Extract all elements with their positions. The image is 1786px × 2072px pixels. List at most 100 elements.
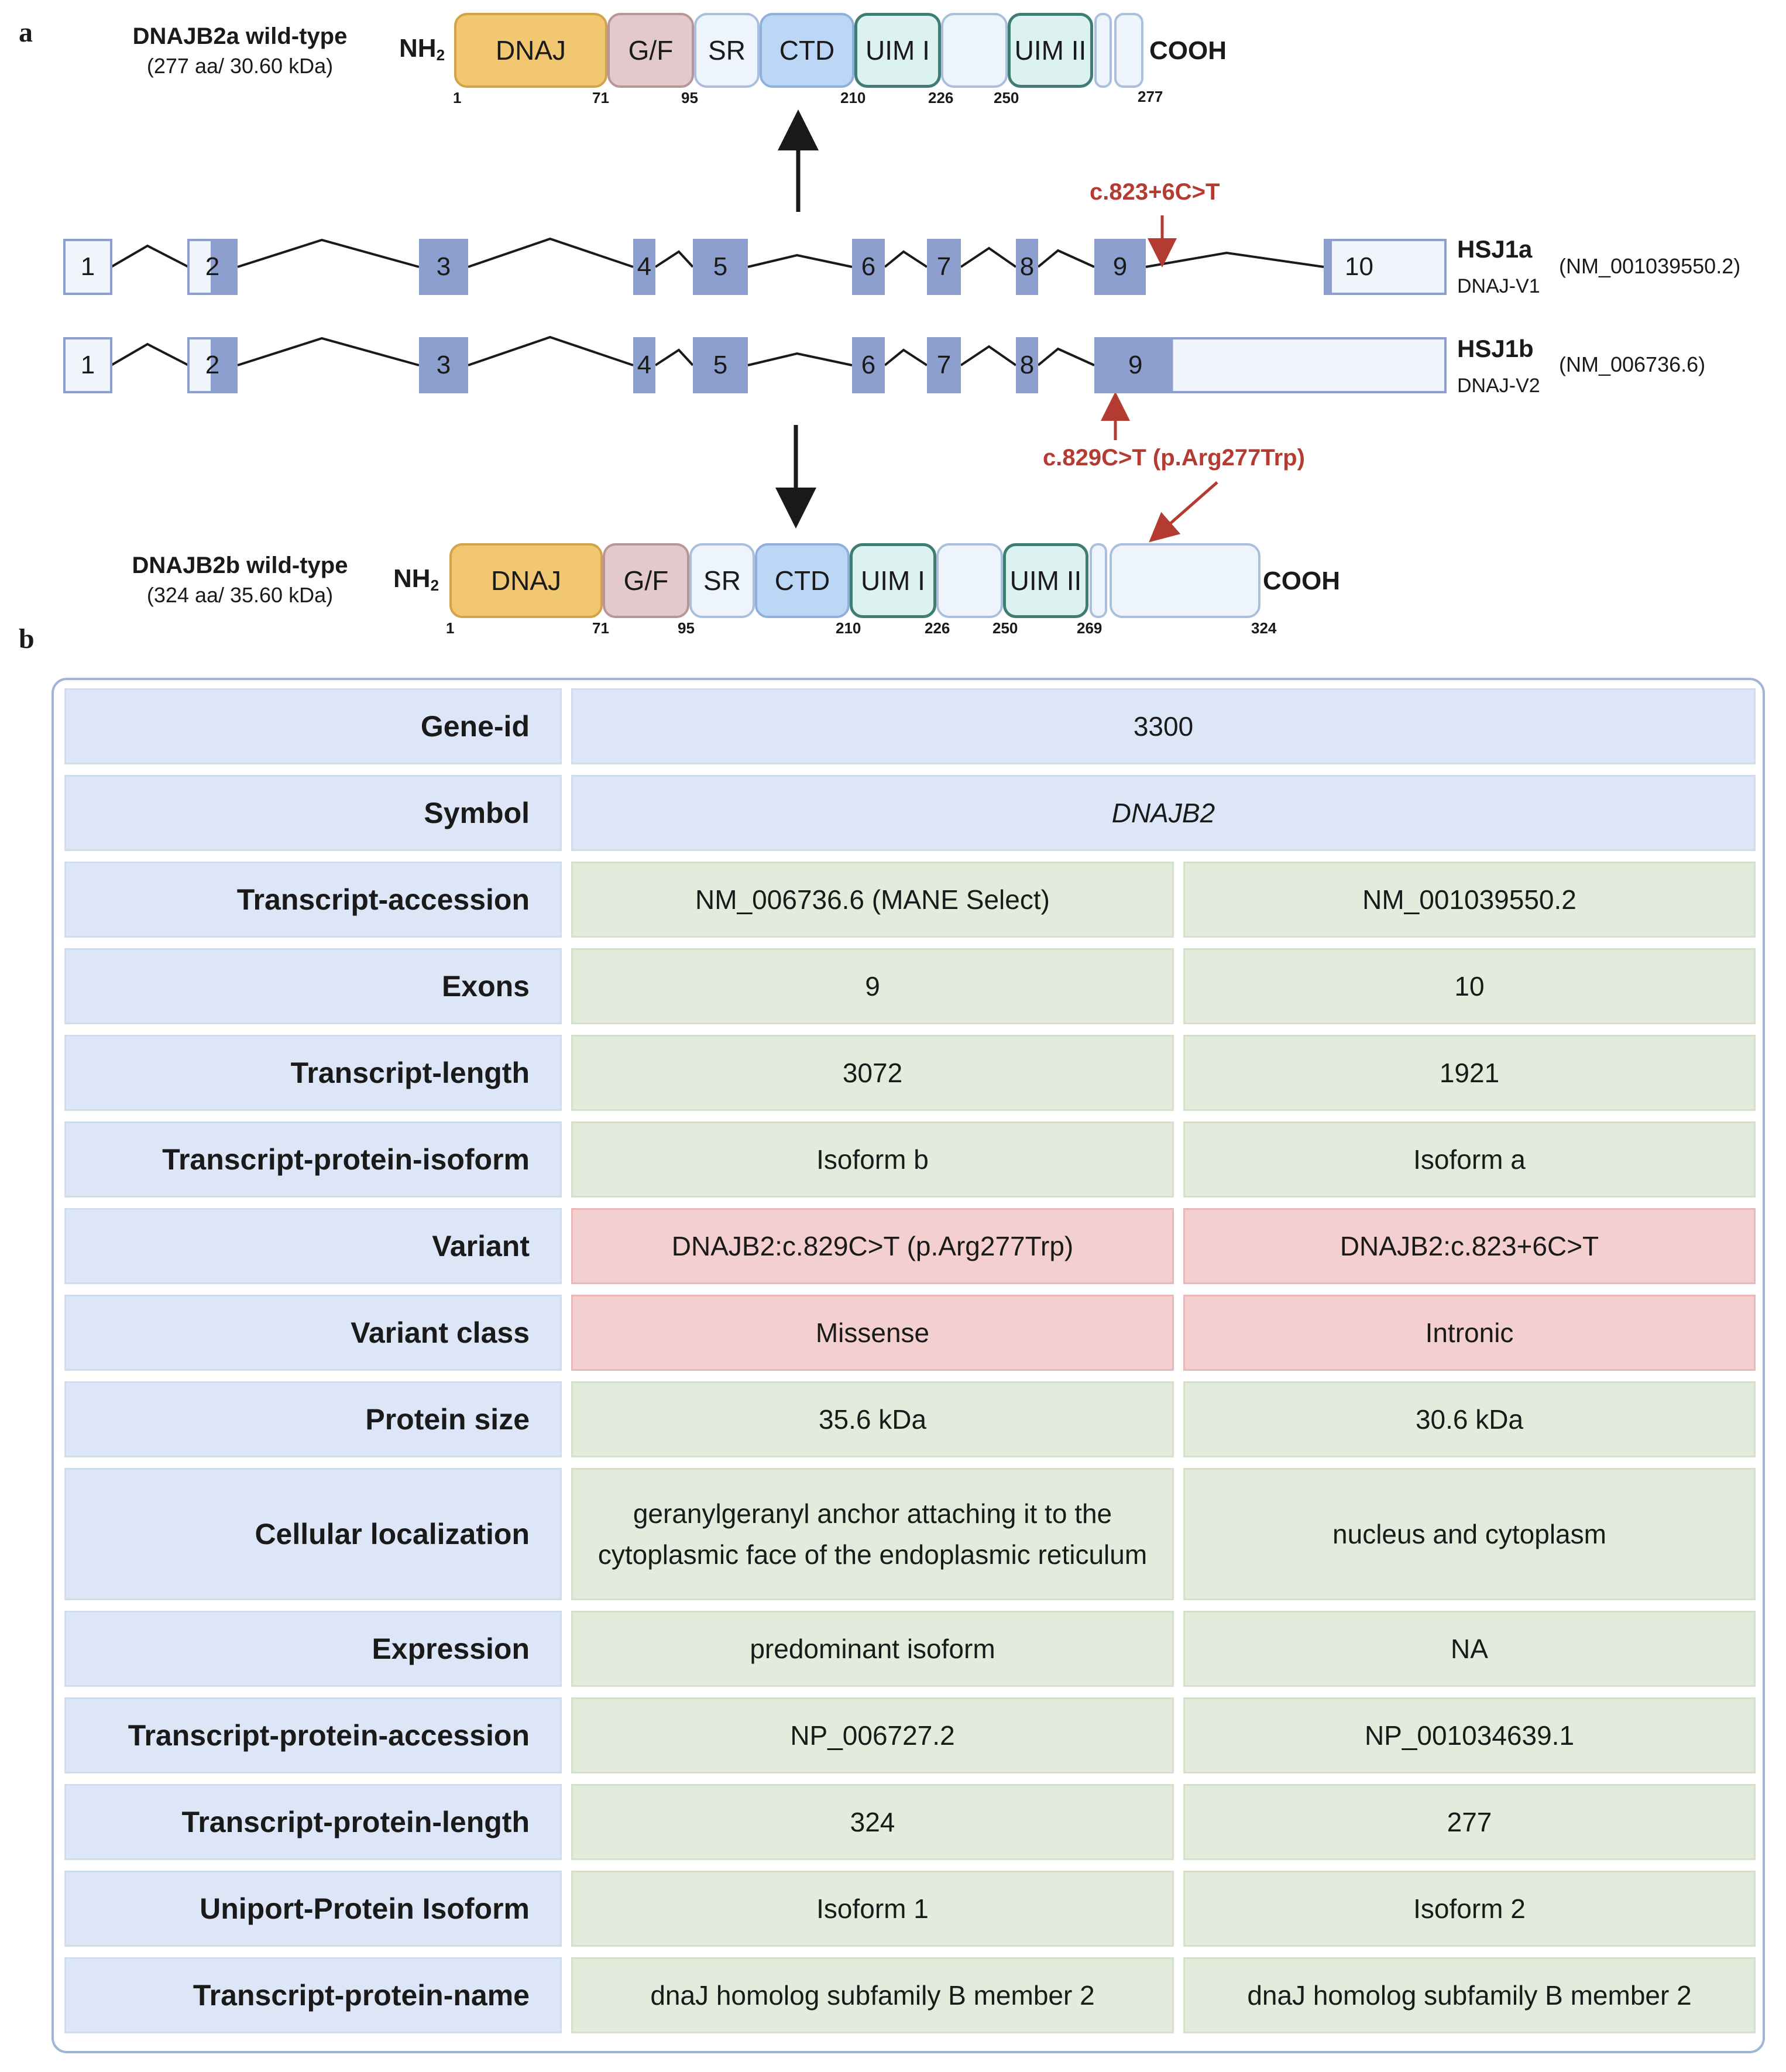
hsj1b-variant: DNAJ-V2 xyxy=(1457,375,1540,397)
hsj1b-exon-7: 7 xyxy=(927,337,961,393)
protein-b-domain-dnaj: DNAJ xyxy=(449,543,603,618)
protein-a-domain-gf: G/F xyxy=(607,13,694,88)
protein-a-domain-uim2: UIM II xyxy=(1008,13,1093,88)
hsj1a-exon-9: 9 xyxy=(1094,239,1146,295)
table-cell-isoform-b: NP_006727.2 xyxy=(571,1697,1174,1773)
table-row-label: Variant class xyxy=(64,1295,562,1371)
protein-b-domain-sr: SR xyxy=(689,543,755,618)
protein-b-pos-210: 210 xyxy=(836,619,861,637)
table-cell-isoform-a: dnaJ homolog subfamily B member 2 xyxy=(1183,1957,1756,2033)
protein-b-domain-uim1: UIM I xyxy=(850,543,936,618)
protein-b-size: (324 aa/ 35.60 kDa) xyxy=(146,583,334,607)
hsj1a-name: HSJ1a xyxy=(1457,235,1533,263)
hsj1a-exon-8: 8 xyxy=(1016,239,1038,295)
hsj1a-exon-5: 5 xyxy=(693,239,748,295)
table-cell-isoform-b: Isoform b xyxy=(571,1121,1174,1198)
table-cell-isoform-a: 1921 xyxy=(1183,1035,1756,1111)
table-cell-isoform-a: 277 xyxy=(1183,1784,1756,1860)
hsj1a-exon-3: 3 xyxy=(419,239,468,295)
mutation-b-protein-arrow xyxy=(1149,481,1218,543)
table-cell-isoform-b: NM_006736.6 (MANE Select) xyxy=(571,862,1174,938)
protein-b-pos-1: 1 xyxy=(446,619,455,637)
table-row-label: Transcript-protein-length xyxy=(64,1784,562,1860)
panel-label-b: b xyxy=(19,623,35,654)
table-cell-isoform-a: 30.6 kDa xyxy=(1183,1381,1756,1457)
hsj1a-variant: DNAJ-V1 xyxy=(1457,275,1540,297)
protein-b-domain-gf: G/F xyxy=(603,543,689,618)
protein-a-domain-sr: SR xyxy=(694,13,760,88)
table-value-symbol: DNAJB2 xyxy=(571,775,1756,851)
protein-b-name: DNAJB2b wild-type xyxy=(132,553,348,578)
hsj1a-exon-2: 2 xyxy=(187,239,238,295)
protein-a-pos-210: 210 xyxy=(840,89,866,107)
hsj1a-exon-10: 10 xyxy=(1324,239,1447,295)
protein-a-pos-71: 71 xyxy=(592,89,609,107)
table-row-label: Transcript-protein-name xyxy=(64,1957,562,2033)
hsj1a-exon-4: 4 xyxy=(633,239,655,295)
table-row-label: Cellular localization xyxy=(64,1468,562,1600)
gene-info-table: Gene-id 3300 Symbol DNAJB2 Transcript-ac… xyxy=(51,678,1765,2053)
hsj1a-exon-1: 1 xyxy=(63,239,112,295)
protein-b-n-terminus: NH2 xyxy=(393,564,439,594)
table-cell-isoform-a: NP_001034639.1 xyxy=(1183,1697,1756,1773)
table-row-label: Transcript-length xyxy=(64,1035,562,1111)
hsj1b-exon-9: 9 xyxy=(1094,337,1447,393)
protein-b-pos-324: 324 xyxy=(1251,619,1277,637)
protein-a-pos-226: 226 xyxy=(928,89,954,107)
table-cell-isoform-b: 35.6 kDa xyxy=(571,1381,1174,1457)
hsj1a-accession: (NM_001039550.2) xyxy=(1559,254,1741,278)
protein-b-pos-95: 95 xyxy=(678,619,695,637)
mutation-a-label: c.823+6C>T xyxy=(1090,179,1220,205)
table-row-label: Variant xyxy=(64,1208,562,1284)
mutation-b-label: c.829C>T (p.Arg277Trp) xyxy=(1043,445,1305,471)
hsj1b-exon-8: 8 xyxy=(1016,337,1038,393)
table-cell-isoform-b: 324 xyxy=(571,1784,1174,1860)
hsj1b-exon-1: 1 xyxy=(63,337,112,393)
hsj1b-name: HSJ1b xyxy=(1457,335,1534,362)
table-cell-isoform-a: DNAJB2:c.823+6C>T xyxy=(1183,1208,1756,1284)
protein-a-domain-dnaj: DNAJ xyxy=(454,13,607,88)
table-cell-isoform-b: dnaJ homolog subfamily B member 2 xyxy=(571,1957,1174,2033)
table-cell-isoform-b: DNAJB2:c.829C>T (p.Arg277Trp) xyxy=(571,1208,1174,1284)
protein-b-domain-tail1 xyxy=(1090,543,1107,618)
table-row-label: Transcript-protein-isoform xyxy=(64,1121,562,1198)
protein-a-domain-tail1 xyxy=(1094,13,1112,88)
table-row-label: Transcript-accession xyxy=(64,862,562,938)
protein-a-name: DNAJB2a wild-type xyxy=(132,23,348,49)
hsj1b-accession: (NM_006736.6) xyxy=(1559,352,1706,376)
hsj1b-exon-3: 3 xyxy=(419,337,468,393)
protein-b-pos-250: 250 xyxy=(992,619,1018,637)
protein-b-c-terminus: COOH xyxy=(1263,567,1340,595)
protein-a-pos-95: 95 xyxy=(681,89,698,107)
protein-b-domain-ctd: CTD xyxy=(755,543,850,618)
protein-a-n-terminus: NH2 xyxy=(399,34,445,64)
table-cell-isoform-a: NM_001039550.2 xyxy=(1183,862,1756,938)
hsj1a-exon-7: 7 xyxy=(927,239,961,295)
protein-a-size: (277 aa/ 30.60 kDa) xyxy=(146,54,334,78)
table-cell-isoform-b: 9 xyxy=(571,948,1174,1024)
table-cell-isoform-b: Missense xyxy=(571,1295,1174,1371)
hsj1b-introns xyxy=(110,335,1095,366)
hsj1b-exon-4: 4 xyxy=(633,337,655,393)
table-cell-isoform-b: predominant isoform xyxy=(571,1611,1174,1687)
hsj1a-introns xyxy=(110,237,1324,268)
table-row-label: Exons xyxy=(64,948,562,1024)
hsj1b-exon-5: 5 xyxy=(693,337,748,393)
protein-b-domain-tail2 xyxy=(1110,543,1260,618)
table-cell-isoform-a: Intronic xyxy=(1183,1295,1756,1371)
table-cell-isoform-b: geranylgeranyl anchor attaching it to th… xyxy=(571,1468,1174,1600)
table-label-gene-id: Gene-id xyxy=(64,688,562,764)
protein-a-c-terminus: COOH xyxy=(1149,36,1227,65)
protein-b-pos-71: 71 xyxy=(592,619,609,637)
protein-a-pos-250: 250 xyxy=(994,89,1019,107)
table-cell-isoform-a: Isoform a xyxy=(1183,1121,1756,1198)
table-cell-isoform-a: NA xyxy=(1183,1611,1756,1687)
table-cell-isoform-b: 3072 xyxy=(571,1035,1174,1111)
table-cell-isoform-a: 10 xyxy=(1183,948,1756,1024)
table-row-label: Protein size xyxy=(64,1381,562,1457)
gene-structure-lines xyxy=(110,109,1324,543)
table-cell-isoform-b: Isoform 1 xyxy=(571,1871,1174,1947)
protein-a-domain-uim1: UIM I xyxy=(854,13,941,88)
protein-a-pos-1: 1 xyxy=(453,89,462,107)
protein-a-domain-tail2 xyxy=(1114,13,1143,88)
